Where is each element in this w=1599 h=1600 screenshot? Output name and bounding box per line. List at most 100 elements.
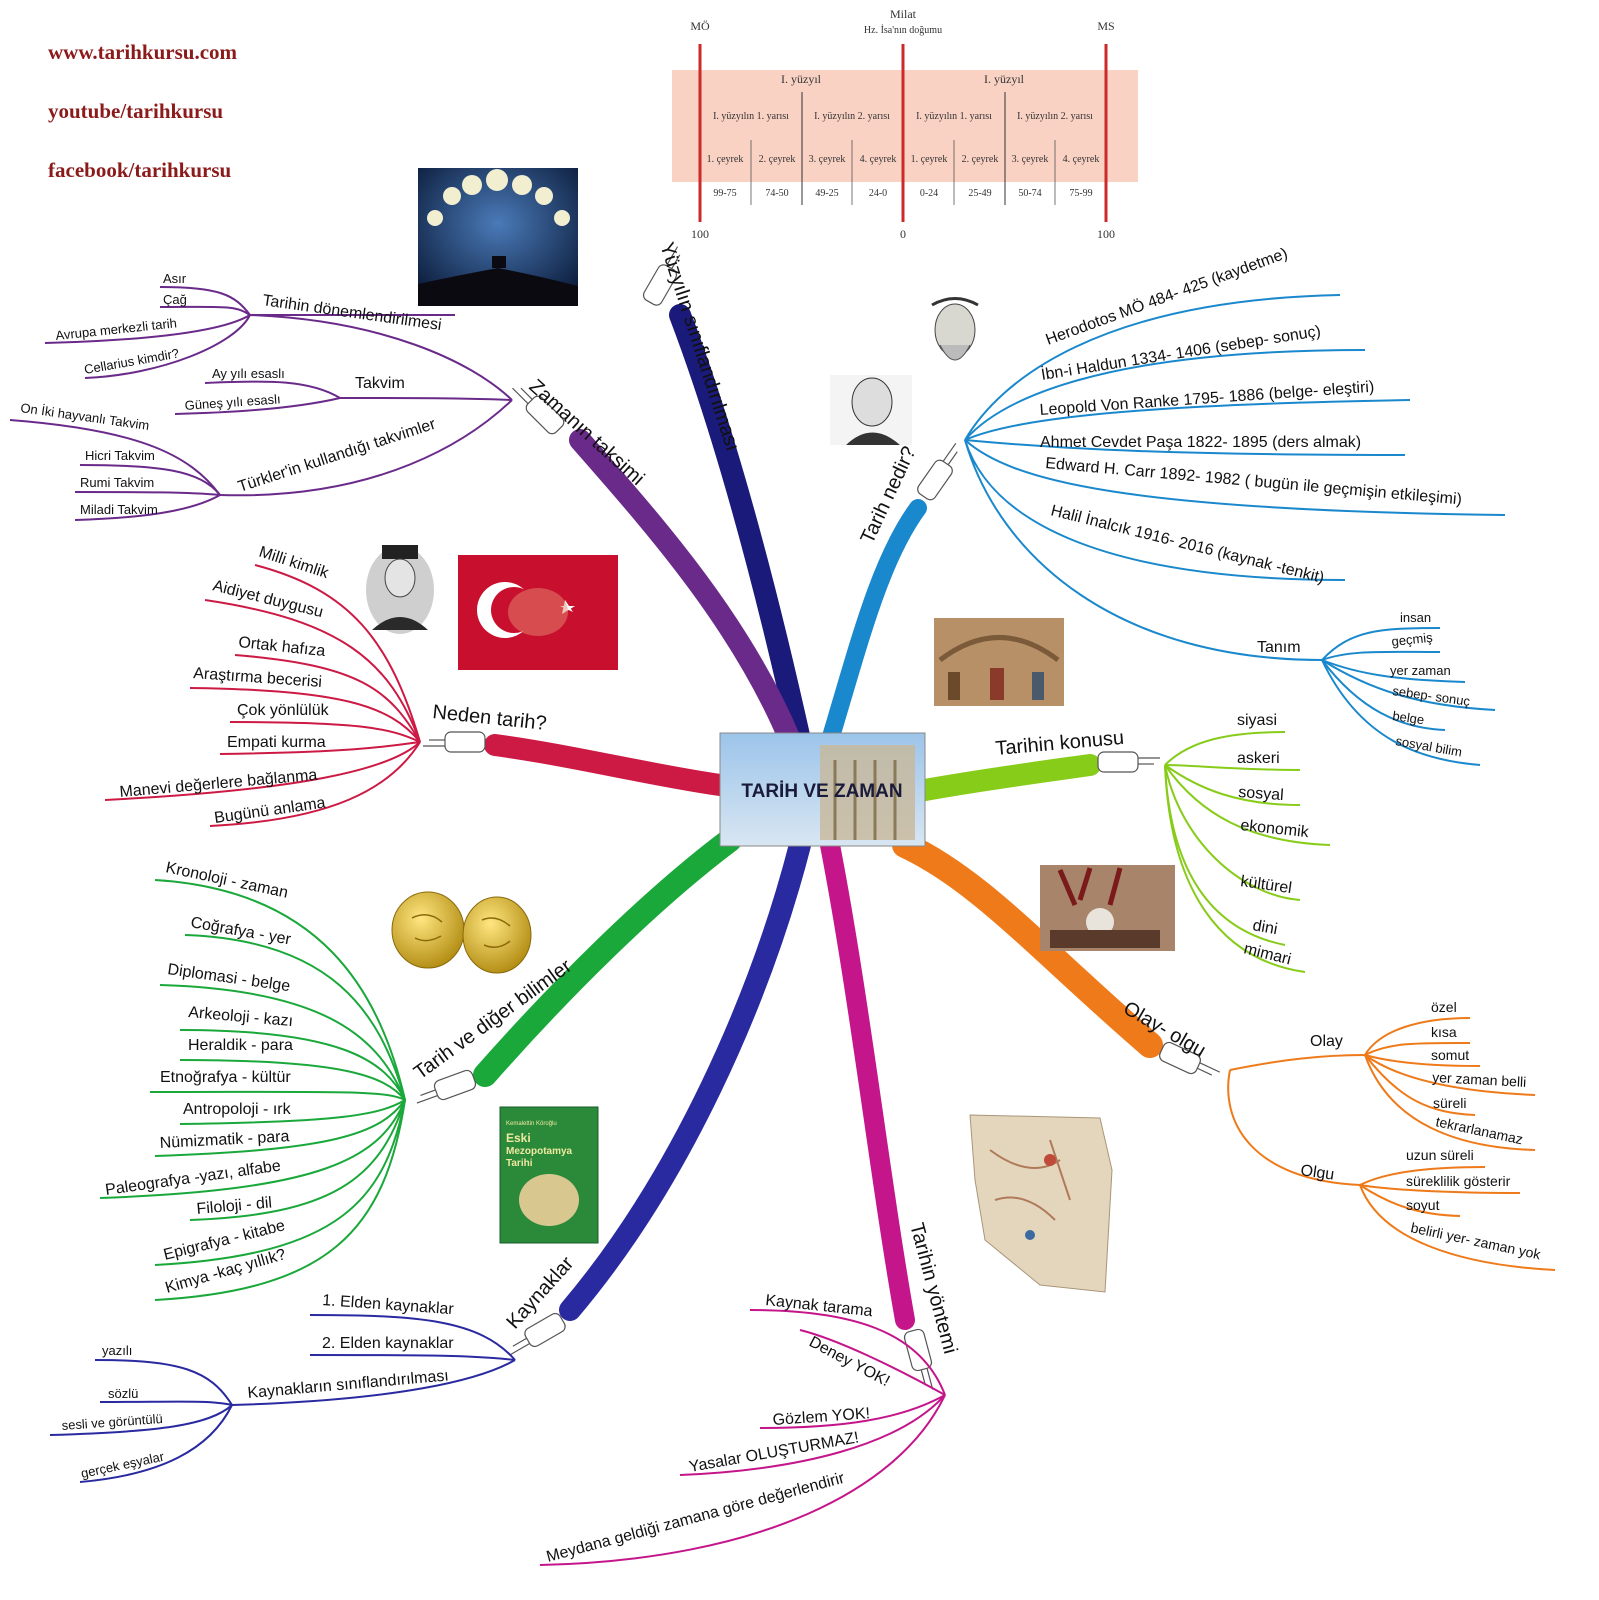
neden-item: Manevi değerlere bağlanma — [119, 767, 318, 801]
timeline-milat-sub: Hz. İsa'nın doğumu — [864, 24, 942, 36]
diger-item: Etnoğrafya - kültür — [160, 1069, 291, 1086]
herodotos-portrait — [931, 297, 979, 361]
timeline-band — [672, 70, 1138, 182]
center-title: TARİH VE ZAMAN — [741, 781, 902, 802]
quarter-label: 1. çeyrek — [911, 154, 948, 165]
olgu-item: uzun süreli — [1406, 1147, 1474, 1163]
diger-item: Filoloji - dil — [196, 1194, 273, 1218]
diger-item: Nümizmatik - para — [159, 1128, 290, 1152]
range-label: 75-99 — [1069, 188, 1092, 199]
mezopotamya-book-image: Kemalettin Köroğlu Eski Mezopotamya Tari… — [499, 1106, 599, 1244]
neden-item: Empati kurma — [227, 734, 326, 751]
olay-labels: Olay özel kısa somut yer zaman belli sür… — [1299, 999, 1543, 1263]
branch-diger — [473, 828, 742, 1087]
neden-item: Milli kimlik — [257, 544, 332, 583]
sub-branches — [9, 286, 1556, 1566]
hand-icon — [416, 1069, 477, 1104]
konusu-item: mimari — [1242, 940, 1293, 968]
quarter-label: 4. çeyrek — [860, 154, 897, 165]
branch-title-neden: Neden tarih? — [431, 701, 547, 735]
diger-item: Kronoloji - zaman — [164, 859, 289, 902]
range-label: 74-50 — [765, 188, 788, 199]
half-label: I. yüzyılın 2. yarısı — [814, 111, 890, 122]
quarter-label: 3. çeyrek — [809, 154, 846, 165]
olay-item: kısa — [1431, 1024, 1457, 1040]
website-link[interactable]: www.tarihkursu.com — [48, 40, 238, 64]
branch-zaman — [569, 429, 801, 751]
half-label: I. yüzyılın 1. yarısı — [916, 111, 992, 122]
bazaar-image — [934, 618, 1064, 706]
konusu-item: sosyal — [1238, 784, 1284, 804]
zaman-item: Asır — [163, 271, 187, 286]
hand-icon — [423, 731, 486, 753]
olay-item: yer zaman belli — [1432, 1069, 1527, 1090]
quarter-label: 3. çeyrek — [1012, 154, 1049, 165]
neden-item: Bugünü anlama — [213, 795, 326, 827]
nedir-item: Leopold Von Ranke 1795- 1886 (belge- ele… — [1039, 379, 1375, 419]
facebook-link[interactable]: facebook/tarihkursu — [48, 158, 232, 182]
sinif-item: yazılı — [102, 1343, 132, 1358]
hand-icon — [510, 1312, 566, 1355]
diger-item: Heraldik - para — [188, 1037, 293, 1054]
timeline-mo: MÖ — [690, 19, 710, 33]
olay-item: özel — [1431, 999, 1457, 1015]
branch-neden — [484, 734, 731, 796]
nedir-item: Ahmet Cevdet Paşa 1822- 1895 (ders almak… — [1040, 434, 1361, 451]
century-label: I. yüzyıl — [984, 72, 1025, 86]
tanim-item: geçmiş — [1391, 630, 1434, 649]
timeline-ms: MS — [1097, 19, 1114, 33]
branch-konusu — [914, 754, 1101, 801]
kaynak-sinif-label: Kaynakların sınıflandırılması — [247, 1367, 450, 1402]
hand-icon — [917, 442, 958, 501]
diger-item: Coğrafya - yer — [189, 914, 292, 948]
olay-item: süreli — [1433, 1095, 1466, 1111]
range-label: 25-49 — [968, 188, 991, 199]
tanim-item: yer zaman — [1390, 663, 1451, 678]
branch-kaynaklar — [559, 834, 811, 1321]
half-label: I. yüzyılın 2. yarısı — [1017, 111, 1093, 122]
book-title-line: Tarihi — [506, 1158, 533, 1169]
ataturk-portrait — [366, 545, 434, 634]
tick-label: 100 — [691, 227, 709, 241]
book-author: Kemalettin Köroğlu — [506, 1121, 557, 1127]
yontem-item: Kaynak tarama — [765, 1292, 874, 1320]
diger-item: Antropoloji - ırk — [183, 1101, 292, 1118]
branch-nedir — [821, 499, 927, 749]
konusu-item: askeri — [1237, 750, 1280, 767]
hand-icon — [1159, 1041, 1221, 1076]
kaynak-item: 2. Elden kaynaklar — [322, 1335, 454, 1352]
sinif-item: sesli ve görüntülü — [61, 1411, 163, 1433]
center-topic[interactable]: TARİH VE ZAMAN — [719, 732, 926, 847]
olay-item: tekrarlanamaz — [1434, 1113, 1524, 1147]
zaman-item: Çağ — [163, 292, 187, 307]
olay-item: somut — [1431, 1047, 1469, 1063]
olay-label: Olay — [1310, 1033, 1343, 1050]
neden-item: Çok yönlülük — [237, 702, 330, 719]
tanim-item: insan — [1400, 610, 1431, 625]
quarter-label: 4. çeyrek — [1063, 154, 1100, 165]
branch-title-zaman: Zamanın taksimi — [525, 375, 649, 490]
neden-item: Araştırma becerisi — [193, 665, 323, 691]
konusu-item: kültürel — [1239, 873, 1292, 897]
zaman-item: Ay yılı esaslı — [212, 366, 285, 381]
social-links: www.tarihkursu.com youtube/tarihkursu fa… — [48, 40, 237, 217]
range-label: 49-25 — [815, 188, 838, 199]
range-label: 50-74 — [1018, 188, 1041, 199]
half-label: I. yüzyılın 1. yarısı — [713, 111, 789, 122]
hand-icon — [903, 1328, 934, 1390]
flag-fist-image — [458, 555, 618, 670]
century-label: I. yüzyıl — [781, 72, 822, 86]
hand-icon — [642, 246, 681, 306]
conquest-painting — [1040, 865, 1175, 951]
yontem-item: Meydana geldiği zamana göre değerlendiri… — [545, 1470, 847, 1566]
konusu-labels: siyasi askeri sosyal ekonomik kültürel d… — [1237, 712, 1310, 968]
hand-icon — [1097, 751, 1160, 773]
zaman-item: Rumi Takvim — [80, 475, 154, 490]
moon-phases-image — [418, 168, 578, 306]
diger-item: Arkeoloji - kazı — [188, 1004, 294, 1030]
quarter-label: 2. çeyrek — [962, 154, 999, 165]
youtube-link[interactable]: youtube/tarihkursu — [48, 99, 224, 123]
olgu-item: soyut — [1406, 1197, 1440, 1213]
olgu-item: belirli yer- zaman yok — [1409, 1219, 1543, 1262]
